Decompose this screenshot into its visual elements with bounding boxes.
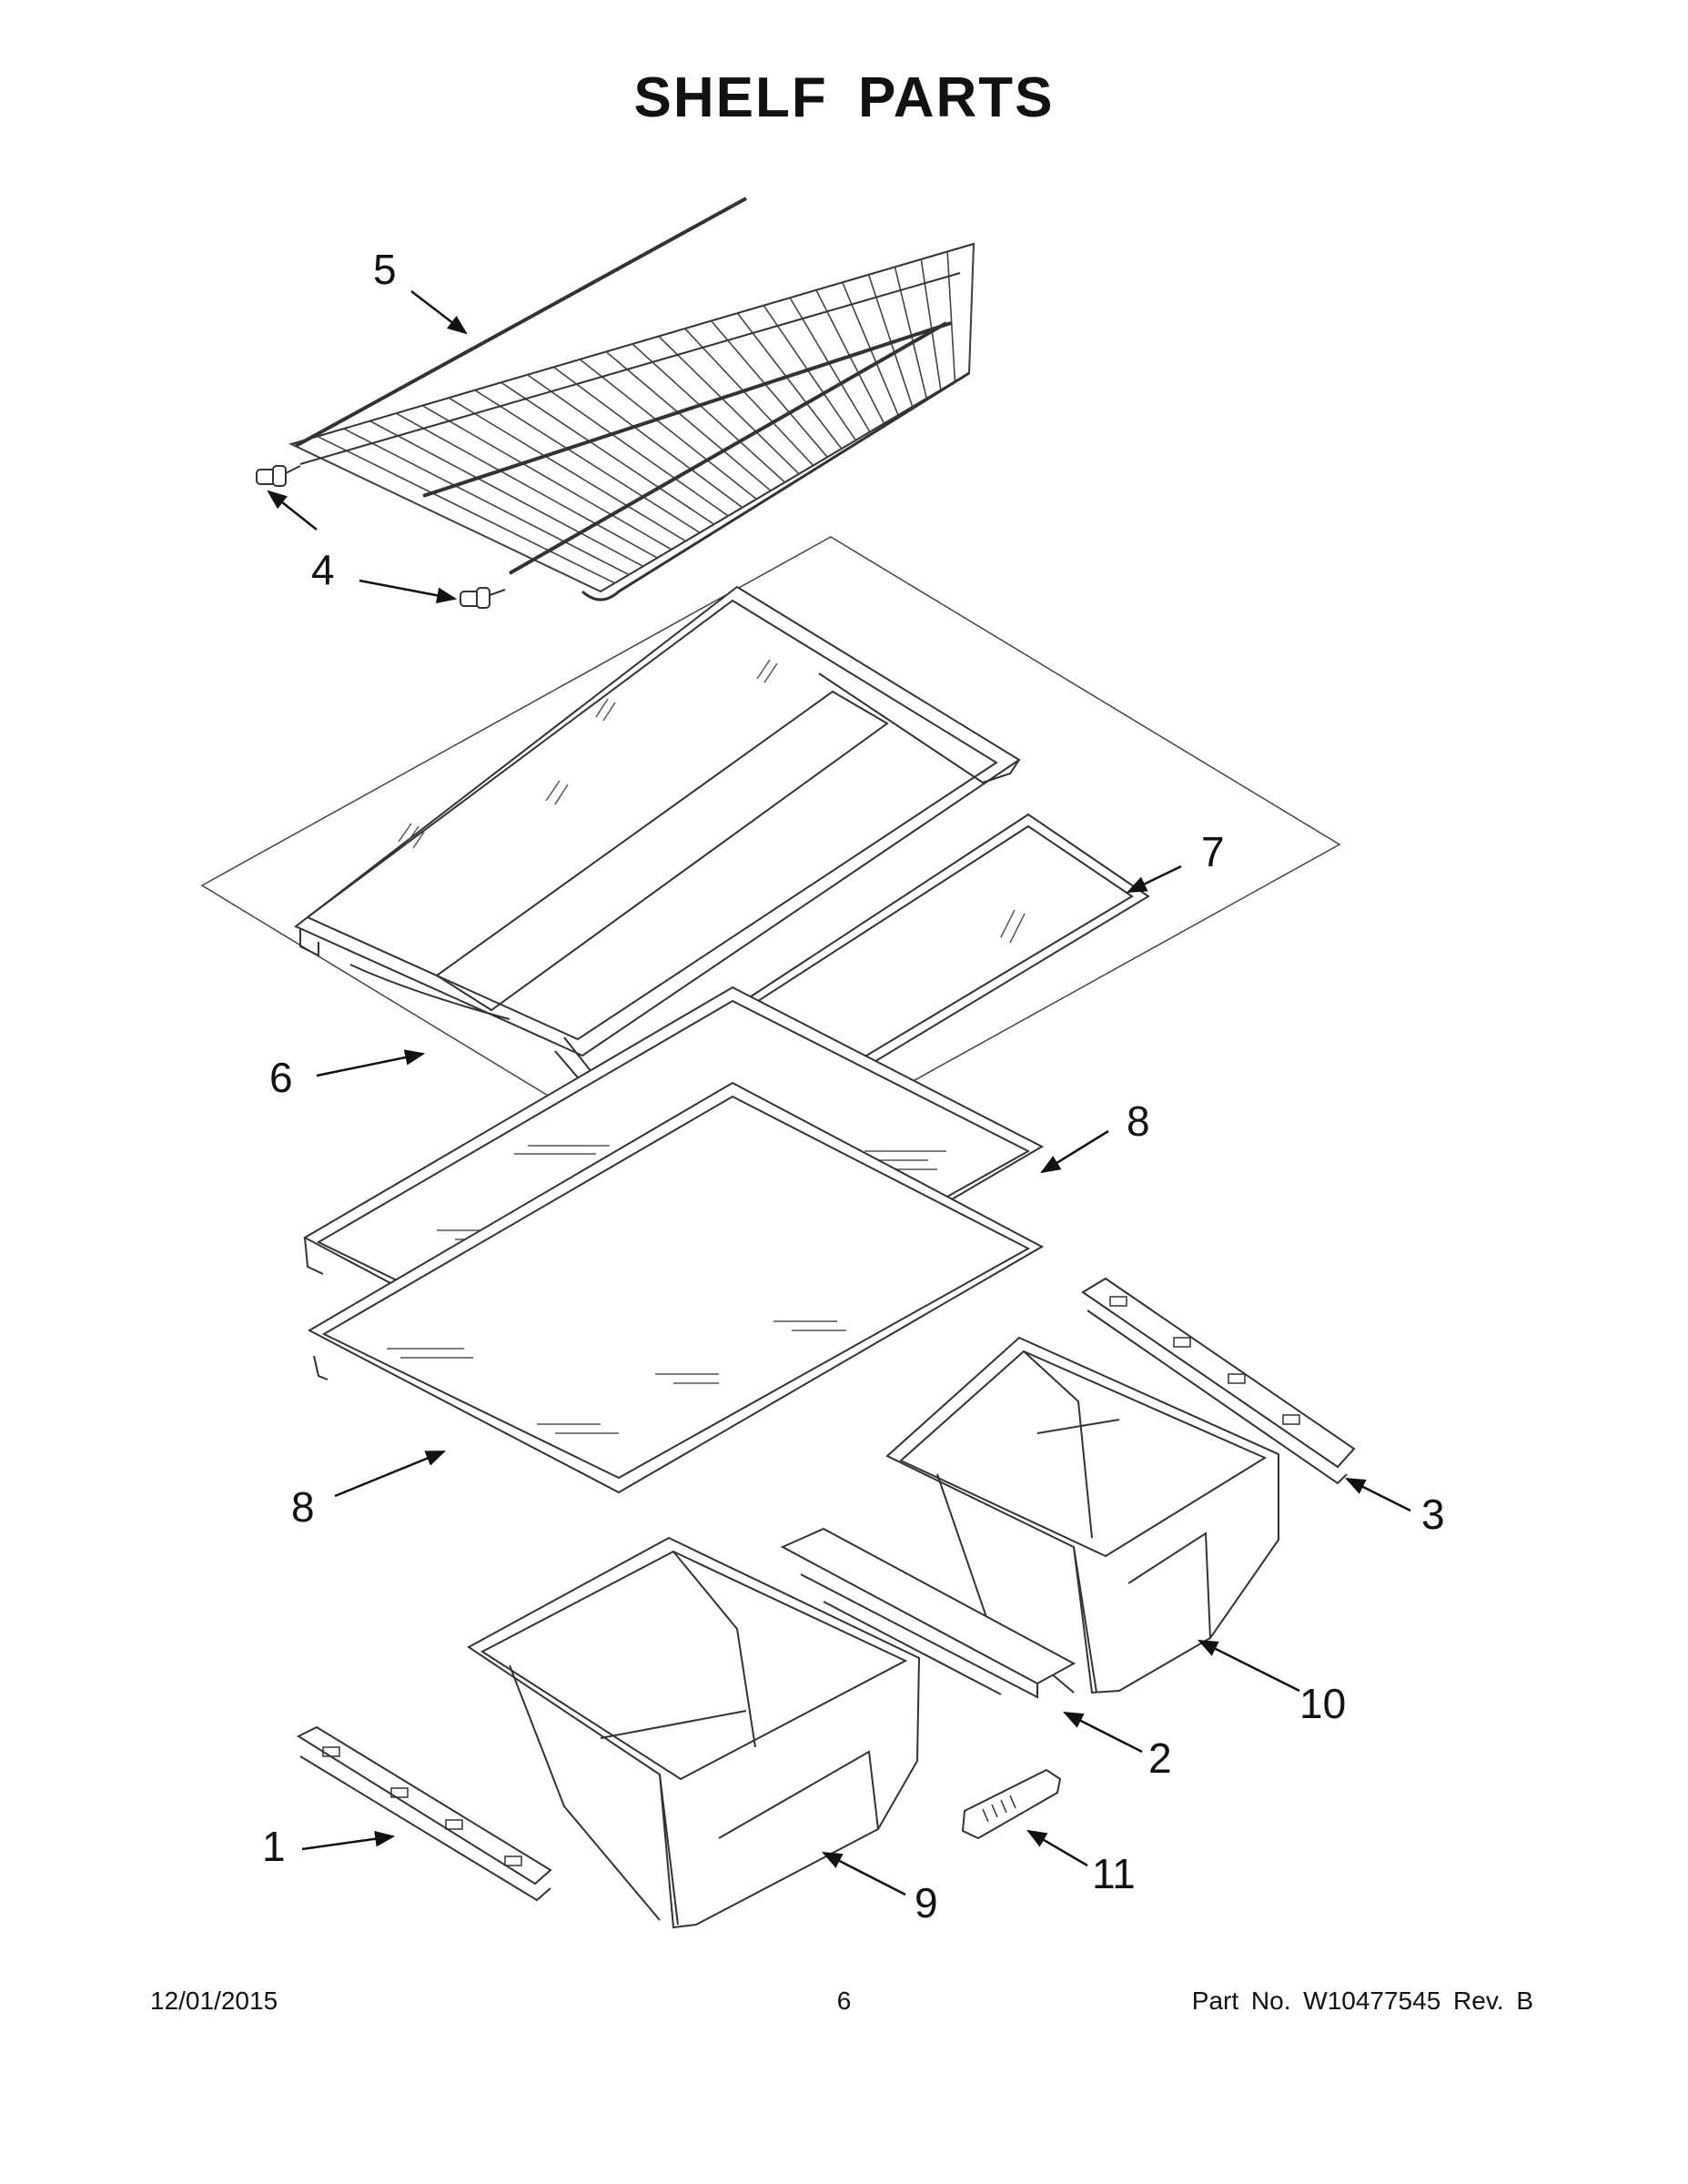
shelf-wire <box>501 382 714 524</box>
callout-3: 3 <box>1421 1491 1445 1538</box>
shelf-wire <box>606 351 771 490</box>
callout-2: 2 <box>1148 1734 1172 1782</box>
shelf-wire <box>528 375 729 516</box>
shelf-wire <box>632 344 785 482</box>
shelf-wire <box>737 313 841 449</box>
shelf-stud-upper <box>257 466 300 486</box>
callout-7: 7 <box>1201 828 1225 875</box>
callout-9: 9 <box>915 1879 938 1926</box>
shelf-wire <box>763 306 855 440</box>
shelf-stud-lower <box>460 588 505 608</box>
crisper-rail-left <box>298 1727 551 1900</box>
shelf-wire <box>869 275 913 407</box>
shelf-wire <box>475 390 700 533</box>
shelf-wire <box>921 259 941 390</box>
callout-8-lower: 8 <box>291 1483 315 1531</box>
callout-5: 5 <box>373 246 397 293</box>
crisper-cover-center <box>783 1529 1074 1697</box>
glass-shelf-lower <box>309 1083 1042 1492</box>
shelf-wire <box>659 337 799 474</box>
callout-6: 6 <box>269 1054 293 1101</box>
shelf-wire <box>449 398 685 541</box>
callout-10: 10 <box>1299 1680 1346 1727</box>
shelf-wire <box>396 413 657 558</box>
page-title: SHELF PARTS <box>633 66 1055 129</box>
shelf-wire <box>969 244 974 373</box>
callouts: 5 4 7 6 8 8 3 10 2 11 1 9 <box>262 246 1445 1926</box>
footer-part-number: Part No. W10477545 Rev. B <box>1191 1987 1533 2015</box>
footer-page-number: 6 <box>836 1987 852 2015</box>
wire-shelf <box>291 198 974 600</box>
shelf-wire <box>553 367 742 507</box>
shelf-assembly-plane <box>202 537 1339 1194</box>
shelf-wire <box>790 298 870 431</box>
callout-1: 1 <box>262 1823 286 1870</box>
shelf-wire <box>422 406 672 550</box>
shelf-wire <box>712 321 828 458</box>
shelf-wire <box>895 267 926 398</box>
shelf-wire <box>580 359 756 500</box>
shelf-wire <box>291 444 601 592</box>
crisper-drawer-left <box>469 1538 919 1927</box>
glass-shelf-frame <box>296 587 1019 1083</box>
footer-date: 12/01/2015 <box>150 1987 278 2015</box>
humidity-slide <box>963 1770 1060 1838</box>
crisper-drawer-right <box>887 1338 1279 1693</box>
shelf-wire <box>685 329 814 465</box>
shelf-wire <box>947 251 955 381</box>
shelf-wire <box>318 437 615 583</box>
callout-4: 4 <box>311 546 335 593</box>
callout-11: 11 <box>1092 1850 1136 1897</box>
callout-8-upper: 8 <box>1127 1097 1150 1145</box>
shelf-wire <box>344 429 629 574</box>
shelf-wire <box>370 421 643 567</box>
crisper-rail-right <box>1083 1279 1354 1483</box>
